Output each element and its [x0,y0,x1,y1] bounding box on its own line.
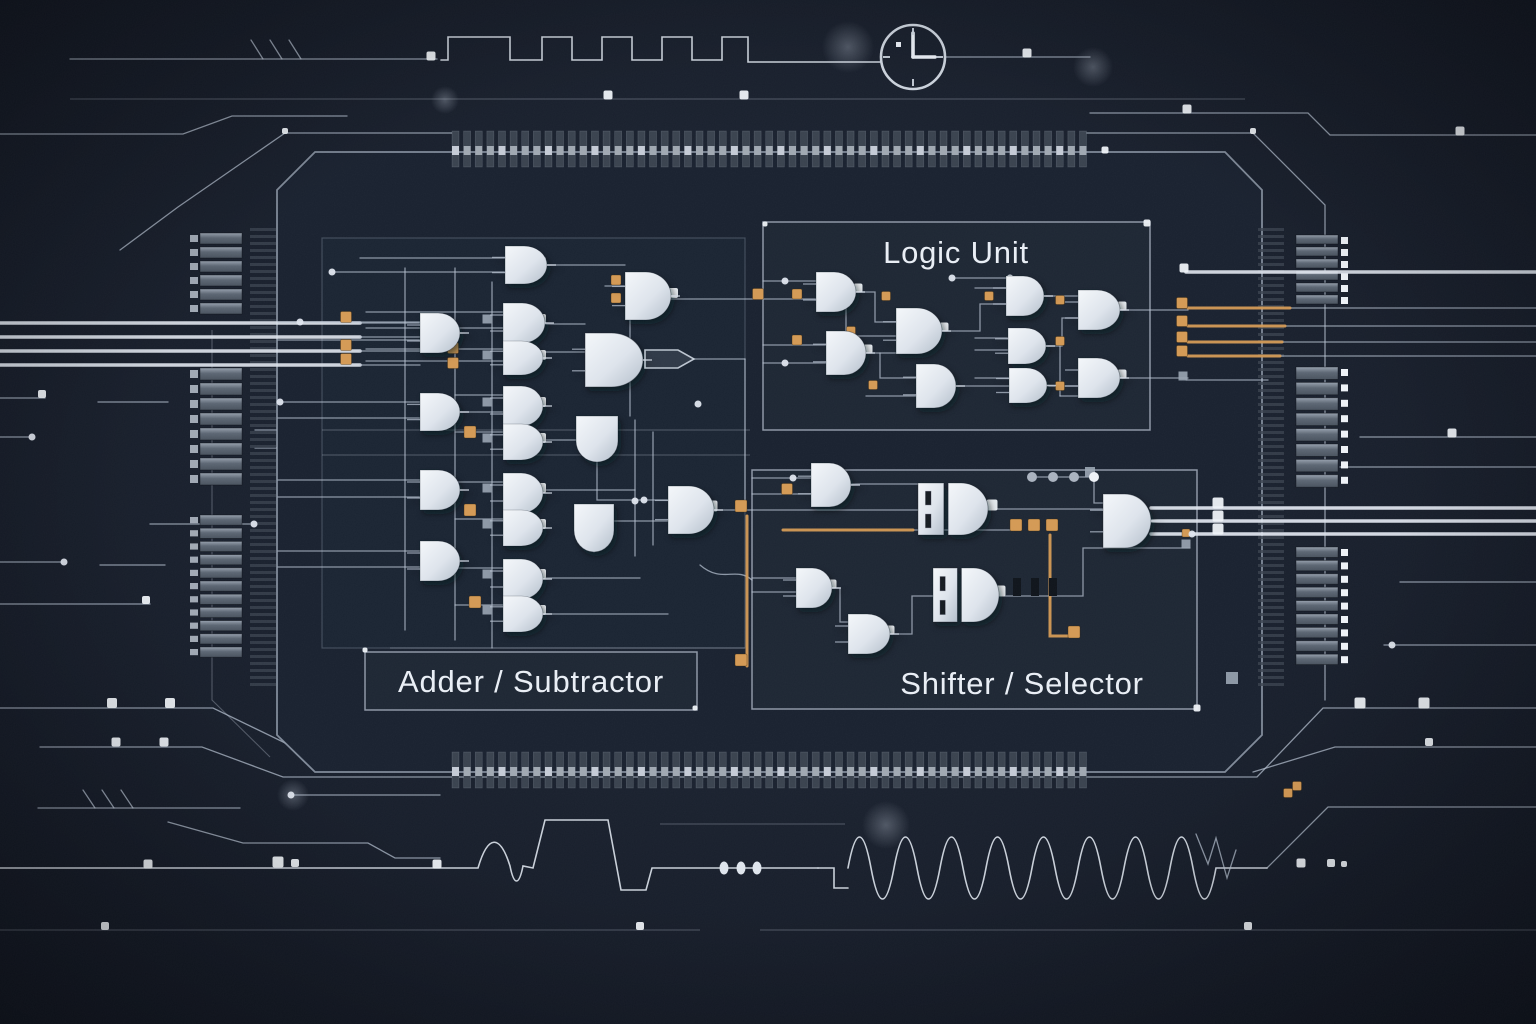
alu-schematic-canvas: Logic Unit Adder / Subtractor Shifter / … [0,0,1536,1024]
circuit-illustration: Logic Unit Adder / Subtractor Shifter / … [0,0,1536,1024]
noise-overlay [0,0,1536,1024]
